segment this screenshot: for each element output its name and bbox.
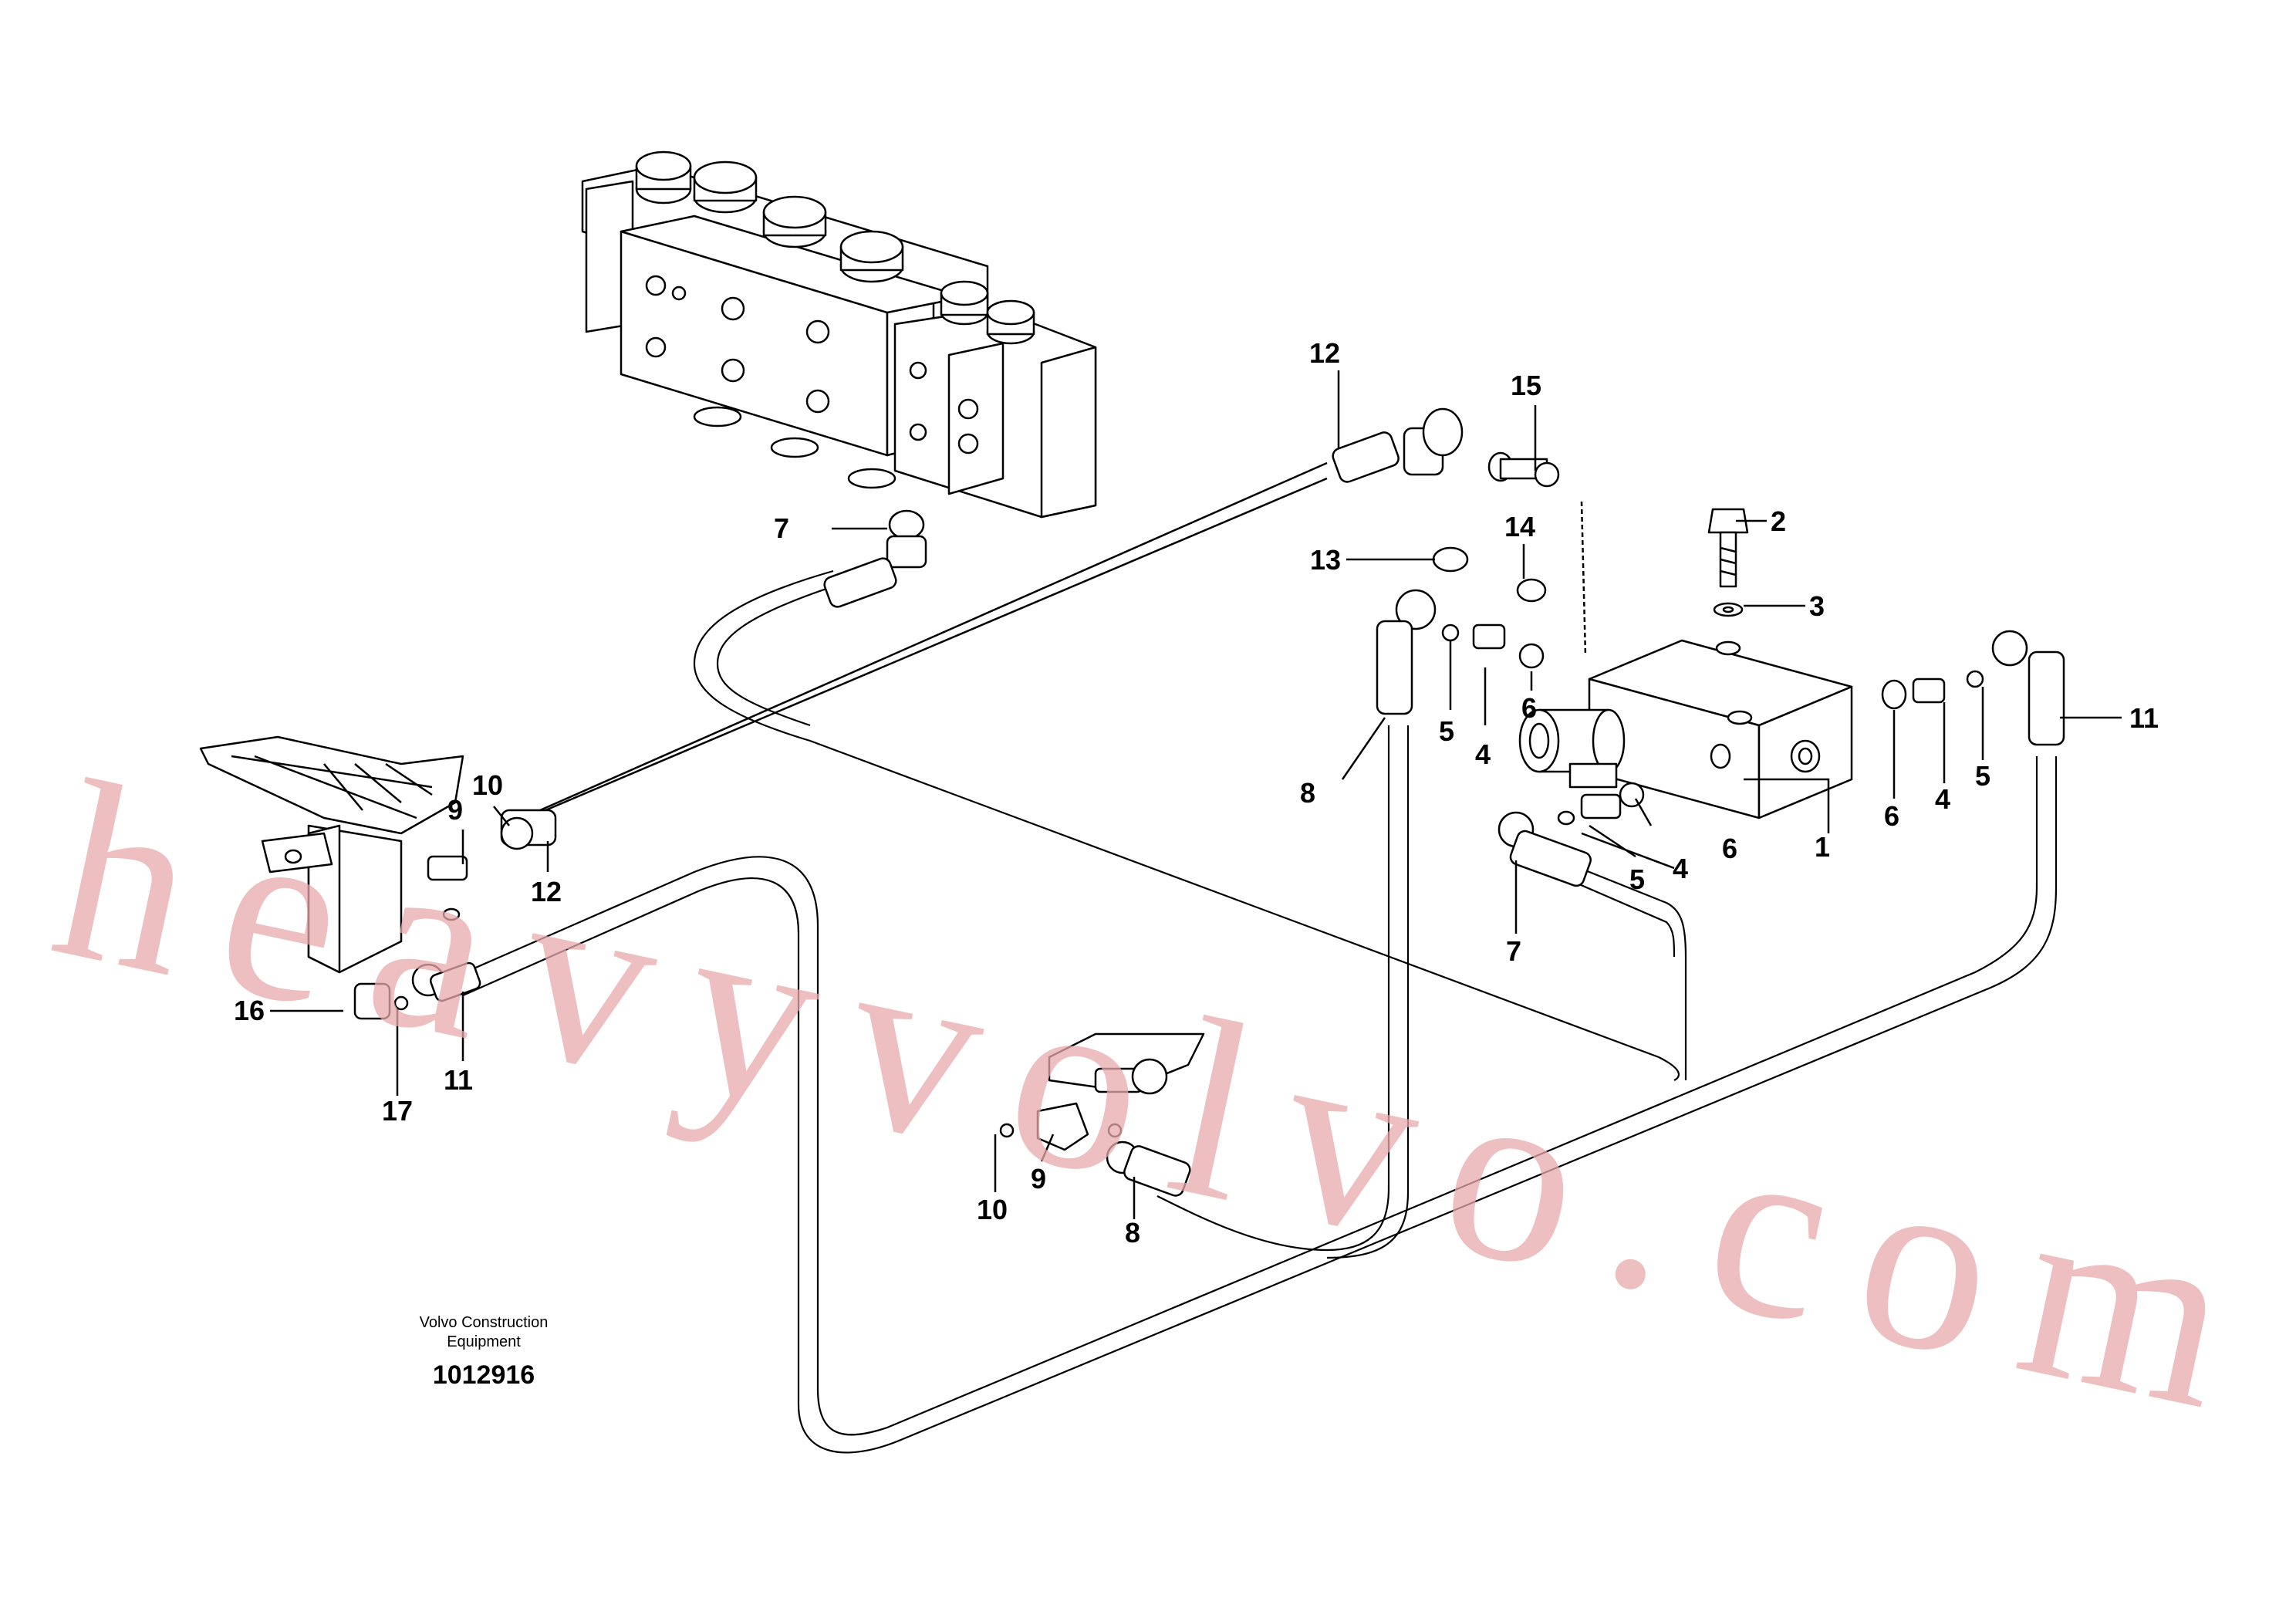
callout-11a: 11 bbox=[2129, 702, 2159, 734]
callout-4b: 4 bbox=[1673, 853, 1688, 884]
callout-6a: 6 bbox=[1521, 692, 1537, 724]
shuttle-valve-block bbox=[1518, 639, 1853, 819]
callout-3: 3 bbox=[1809, 590, 1825, 622]
callout-9a: 9 bbox=[447, 794, 463, 826]
callout-17: 17 bbox=[382, 1095, 413, 1127]
callout-2: 2 bbox=[1771, 505, 1786, 537]
foot-pedal bbox=[199, 735, 464, 974]
callout-8b: 8 bbox=[1125, 1217, 1140, 1249]
caption-line1: Volvo Construction bbox=[420, 1314, 549, 1331]
callout-15: 15 bbox=[1511, 370, 1541, 401]
caption-block: Volvo Construction Equipment 1012916 bbox=[420, 1314, 549, 1390]
hose-lines bbox=[447, 461, 2058, 1454]
callout-10a: 10 bbox=[472, 769, 503, 801]
callout-6b: 6 bbox=[1722, 833, 1737, 864]
callout-6c: 6 bbox=[1884, 800, 1899, 832]
callout-5b: 5 bbox=[1629, 863, 1645, 895]
callout-7a: 7 bbox=[774, 512, 789, 544]
callout-1: 1 bbox=[1815, 831, 1830, 863]
callout-4c: 4 bbox=[1935, 783, 1950, 815]
callout-4a: 4 bbox=[1475, 738, 1491, 770]
callout-14: 14 bbox=[1504, 511, 1535, 542]
fittings bbox=[353, 407, 2065, 1197]
callout-7b: 7 bbox=[1506, 935, 1521, 967]
leader-lines bbox=[270, 370, 2122, 1219]
callout-10b: 10 bbox=[977, 1194, 1008, 1225]
callout-12a: 12 bbox=[1309, 337, 1340, 369]
callout-8a: 8 bbox=[1300, 777, 1315, 809]
control-valve-block bbox=[581, 150, 1097, 519]
callout-labels: 1 2 3 4 4 4 5 5 5 6 6 6 7 7 8 8 9 9 10 1… bbox=[234, 337, 2159, 1249]
callout-9b: 9 bbox=[1031, 1163, 1046, 1195]
callout-5a: 5 bbox=[1439, 715, 1454, 747]
screw-and-washer bbox=[1707, 508, 1749, 617]
callout-5c: 5 bbox=[1975, 760, 1990, 792]
callout-12b: 12 bbox=[531, 876, 562, 907]
callout-11b: 11 bbox=[444, 1064, 473, 1096]
callout-13: 13 bbox=[1310, 544, 1341, 576]
callout-16: 16 bbox=[234, 995, 265, 1026]
caption-line2: Equipment bbox=[447, 1333, 521, 1350]
caption-number: 1012916 bbox=[433, 1360, 535, 1390]
